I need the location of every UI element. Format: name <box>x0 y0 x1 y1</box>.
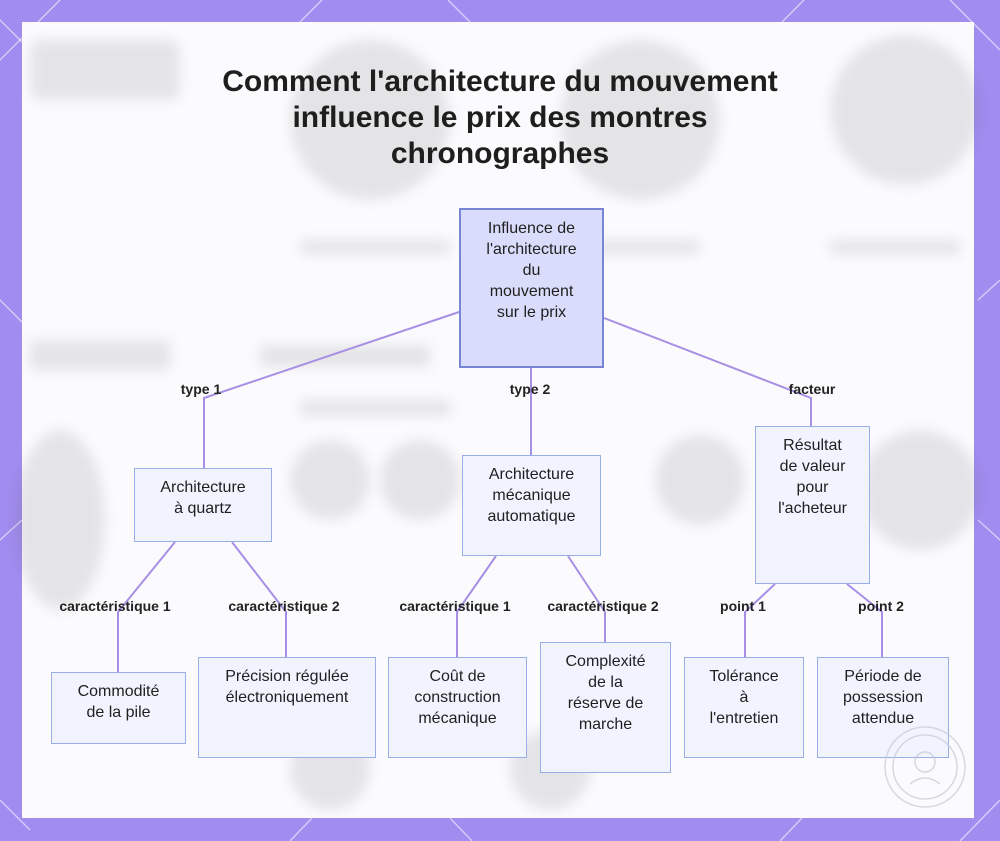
node-mechanical-label: Architecture mécanique automatique <box>487 466 576 525</box>
edge-label-facteur: facteur <box>788 381 836 397</box>
edge-root-quartz <box>203 311 460 468</box>
edge-label-point-2: point 2 <box>858 598 904 614</box>
node-period-label: Période de possession attendue <box>842 668 924 727</box>
node-quartz: Architecture à quartz <box>134 468 272 542</box>
node-pile: Commodité de la pile <box>51 672 186 744</box>
node-precision-label: Précision régulée électroniquement <box>225 668 349 706</box>
edge-label-caracteristique-1-mech: caractéristique 1 <box>399 598 511 614</box>
edge-label-caracteristique-2-mech: caractéristique 2 <box>547 598 659 614</box>
node-cost-label: Coût de construction mécanique <box>414 668 501 727</box>
node-cost: Coût de construction mécanique <box>388 657 527 758</box>
node-tolerance: Tolérance à l'entretien <box>684 657 804 758</box>
seal-icon <box>884 726 966 808</box>
node-precision: Précision régulée électroniquement <box>198 657 376 758</box>
node-reserve-label: Complexité de la réserve de marche <box>565 653 646 733</box>
node-root-label: Influence de l'architecture du mouvement… <box>486 220 577 321</box>
edge-value-period <box>846 583 883 657</box>
node-period: Période de possession attendue <box>817 657 949 758</box>
edge-label-point-1: point 1 <box>720 598 766 614</box>
edge-quartz-pile <box>117 541 176 672</box>
edge-label-caracteristique-1: caractéristique 1 <box>59 598 171 614</box>
node-reserve: Complexité de la réserve de marche <box>540 642 671 773</box>
edge-value-tolerance <box>744 583 776 657</box>
diagram-title: Comment l'architecture du mouvement infl… <box>222 65 778 170</box>
edge-label-type1: type 1 <box>180 381 222 397</box>
edge-root-value <box>603 317 812 426</box>
node-value: Résultat de valeur pour l'acheteur <box>755 426 870 584</box>
edge-quartz-precision <box>231 541 287 657</box>
node-pile-label: Commodité de la pile <box>77 683 160 721</box>
node-root: Influence de l'architecture du mouvement… <box>459 208 604 368</box>
node-tolerance-label: Tolérance à l'entretien <box>709 668 779 727</box>
edge-label-type2: type 2 <box>509 381 551 397</box>
edge-mech-cost <box>456 555 497 657</box>
edge-mech-reserve <box>567 555 606 642</box>
node-quartz-label: Architecture à quartz <box>160 479 246 517</box>
node-mechanical: Architecture mécanique automatique <box>462 455 601 556</box>
node-value-label: Résultat de valeur pour l'acheteur <box>778 437 847 517</box>
edge-label-caracteristique-2: caractéristique 2 <box>228 598 340 614</box>
